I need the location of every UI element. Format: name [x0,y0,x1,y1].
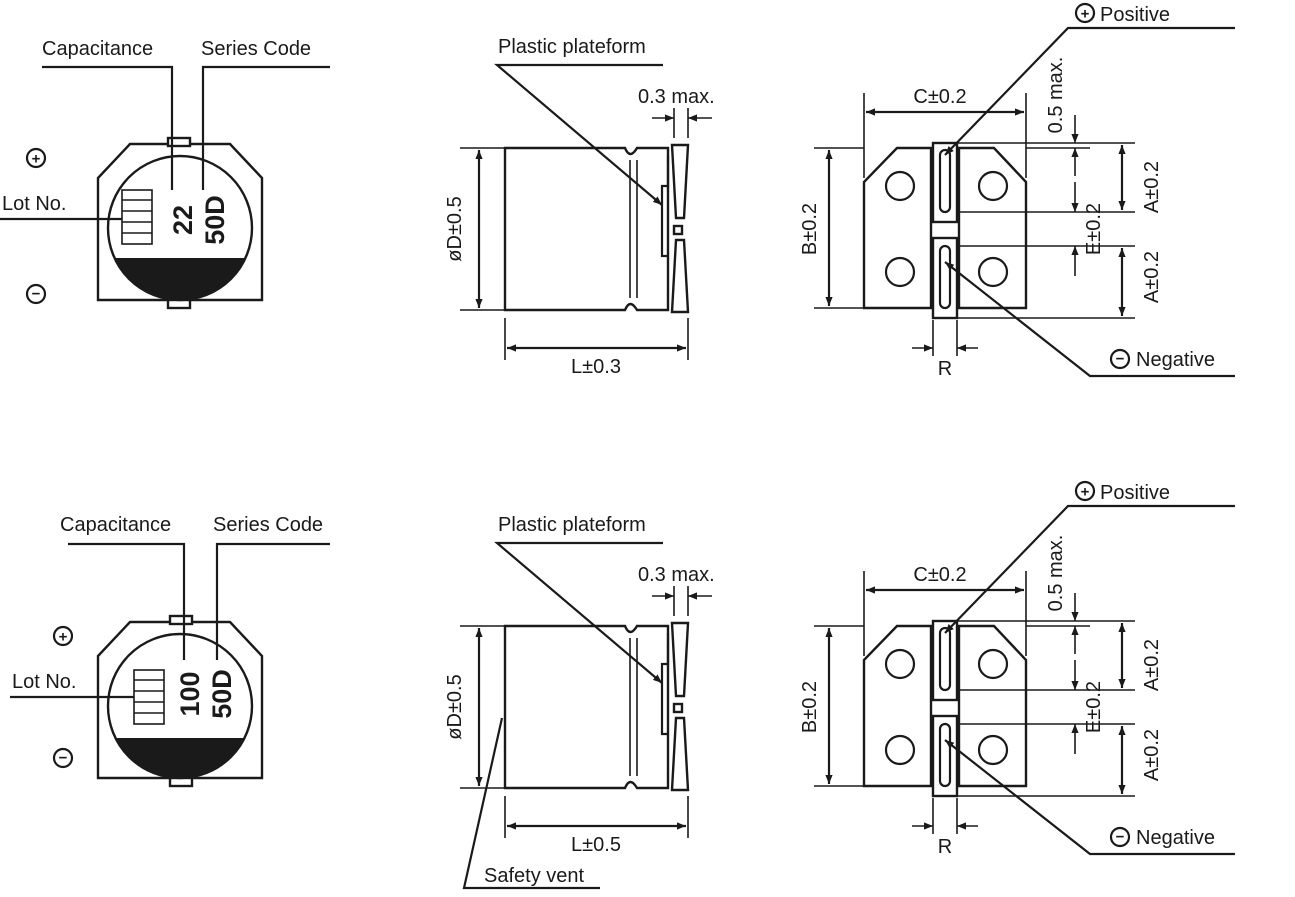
svg-text:+: + [59,629,68,646]
a-bottom-label: A±0.2 [1141,251,1163,303]
svg-text:+: + [32,151,41,168]
svg-text:+: + [1081,6,1090,23]
terminal-upper [670,621,690,698]
lot-label: Lot No. [12,671,76,693]
diagram-row-1: 100 50D Capacitance Series Code Lot No. … [10,480,1235,890]
c-label: C±0.2 [913,564,966,586]
negative-label: Negative [1136,349,1215,371]
negative-leader [944,261,1235,378]
top-view: 22 50D Capacitance Series Code Lot No. +… [0,38,330,310]
gap-label: 0.3 max. [638,564,715,586]
capacitor-can-side [503,146,670,312]
capacitance-label: Capacitance [42,38,153,60]
svg-text:+: + [1081,484,1090,501]
negative-label: Negative [1136,827,1215,849]
terminal-upper [670,143,690,220]
positive-label: Positive [1100,4,1170,26]
lot-code-box [121,189,153,245]
plastic-platform [660,633,670,736]
diameter-label: øD±0.5 [444,674,466,739]
terminal-positive [931,619,959,702]
diagram-row-0: 22 50D Capacitance Series Code Lot No. +… [0,2,1235,380]
capacitance-label: Capacitance [60,514,171,536]
minus-icon: − [52,747,74,769]
capacitance-mark: 22 [168,205,198,235]
c-label: C±0.2 [913,86,966,108]
plastic-leader [494,541,663,684]
length-label: L±0.3 [571,356,621,378]
side-view: Plastic plateform 0.3 max. øD±0.5 L±0.3 [444,36,715,378]
series-code-label: Series Code [213,514,323,536]
terminal-lower [670,238,690,314]
svg-text:−: − [1116,829,1125,846]
negative-icon: − [1109,348,1131,370]
lot-label: Lot No. [2,193,66,215]
capacitance-mark: 100 [175,671,205,716]
svg-text:−: − [32,286,41,303]
e-label: E±0.2 [1083,203,1105,255]
vent-label: Safety vent [484,865,585,887]
plastic-platform [660,155,670,258]
capacitance-leader [42,65,174,190]
svg-text:−: − [59,750,68,767]
max-label: 0.5 max. [1045,535,1067,612]
terminal-positive [931,141,959,224]
series-mark: 50D [207,669,237,719]
series-code-leader [215,542,330,660]
plus-icon: + [52,625,74,647]
max-label: 0.5 max. [1045,57,1067,134]
plastic-label: Plastic plateform [498,36,646,58]
series-code-leader [201,65,330,190]
plastic-label: Plastic plateform [498,514,646,536]
r-label: R [938,358,952,380]
plus-icon: + [25,147,47,169]
minus-icon: − [25,283,47,305]
terminal-tab-bottom [168,776,194,788]
series-code-label: Series Code [201,38,311,60]
b-label: B±0.2 [799,681,821,733]
positive-label: Positive [1100,482,1170,504]
diameter-label: øD±0.5 [444,196,466,261]
terminal-tab-bottom [166,298,192,310]
series-mark: 50D [200,195,230,245]
a-bottom-label: A±0.2 [1141,729,1163,781]
terminal-lower [670,716,690,792]
plastic-leader [494,63,663,206]
length-label: L±0.5 [571,834,621,856]
top-view: 100 50D Capacitance Series Code Lot No. … [10,514,330,788]
r-label: R [938,836,952,858]
a-top-label: A±0.2 [1141,639,1163,691]
pad-view: C±0.2 B±0.2 0.5 max. E±0.2 A±0.2 A±0.2 [799,480,1235,858]
negative-icon: − [1109,826,1131,848]
terminal-tab-top [168,614,194,626]
positive-icon: + [1074,2,1096,24]
side-view: Plastic plateform 0.3 max. øD±0.5 L±0.5 … [444,514,715,890]
capacitance-leader [68,542,186,660]
positive-leader [944,26,1235,156]
positive-icon: + [1074,480,1096,502]
terminal-tab-top [166,136,192,148]
negative-leader [944,739,1235,856]
pad-view: C±0.2 B±0.2 0.5 max. E±0.2 A±0.2 A±0.2 [799,2,1235,380]
capacitor-can-side [503,624,670,790]
positive-leader [944,504,1235,634]
svg-text:−: − [1116,351,1125,368]
terminal-negative [931,714,959,798]
vent-leader [462,717,600,890]
b-label: B±0.2 [799,203,821,255]
e-label: E±0.2 [1083,681,1105,733]
pad-right [957,146,1028,310]
gap-label: 0.3 max. [638,86,715,108]
pad-right [957,624,1028,788]
a-top-label: A±0.2 [1141,161,1163,213]
terminal-negative [931,236,959,320]
